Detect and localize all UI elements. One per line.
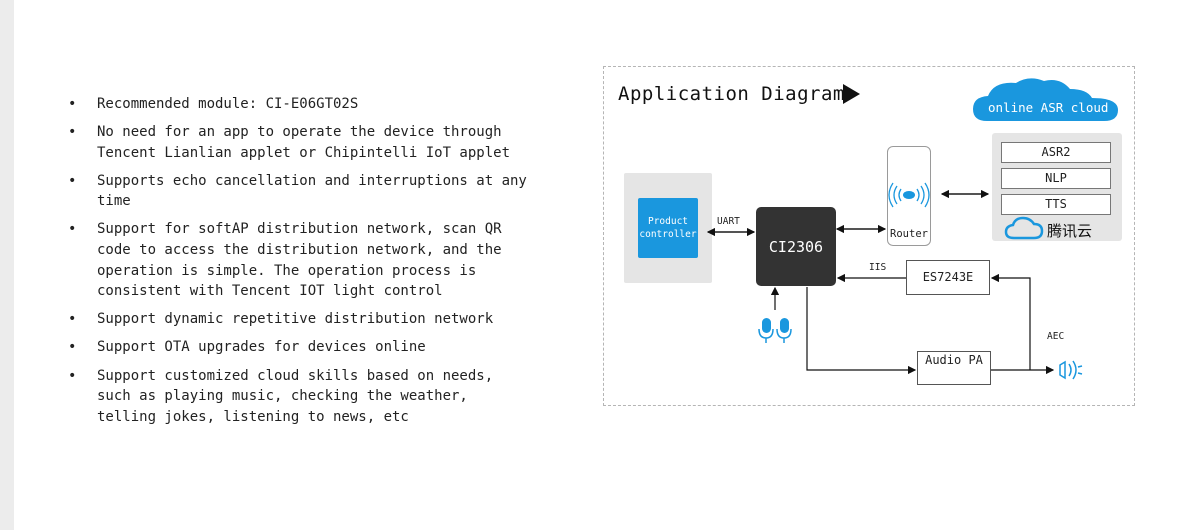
iis-label: IIS [869,262,887,273]
feature-item: • Recommended module: CI-E06GT02S [68,94,528,115]
bullet: • [68,221,77,238]
play-arrow-icon [843,84,860,104]
feature-text: Recommended module: CI-E06GT02S [97,96,359,112]
feature-list: • Recommended module: CI-E06GT02S • No nee… [68,94,528,435]
feature-item: • Supports echo cancellation and interrup… [68,171,528,212]
feature-text: Support OTA upgrades for devices online [97,339,426,356]
service-tts: TTS [1001,194,1111,215]
bullet: • [68,172,77,189]
left-edge-strip [0,0,14,530]
diagram-connectors [706,189,1055,375]
microphone-icon [758,318,792,343]
feature-item: • No need for an app to operate the devic… [68,122,528,163]
feature-text: No need for an app to operate the device… [97,124,511,161]
feature-item: • Support OTA upgrades for devices online [68,337,528,358]
es7243e-box: ES7243E [906,260,990,295]
tencent-cloud-label: 腾讯云 [1047,222,1093,240]
cloud-label: online ASR cloud [988,100,1109,115]
bullet: • [68,311,77,328]
feature-text: Supports echo cancellation and interrupt… [97,172,527,210]
service-nlp: NLP [1001,168,1111,189]
feature-item: • Support dynamic repetitive distribution… [68,309,528,330]
speaker-icon [1059,360,1083,380]
bullet: • [68,367,77,384]
bullet: • [68,96,77,112]
bullet: • [68,124,77,141]
feature-text: Support for softAP distribution network,… [97,221,502,300]
bullet: • [68,339,77,356]
uart-label: UART [717,216,740,227]
diagram-title: Application Diagram [618,83,845,105]
audio-pa-box: Audio PA [917,351,991,385]
tencent-cloud-logo-icon [1004,216,1044,240]
service-asr2: ASR2 [1001,142,1111,163]
application-diagram: Application Diagram online ASR cloud Pro… [603,66,1135,406]
wifi-signal-icon [888,182,930,208]
chip-ci2306: CI2306 [756,207,836,286]
router-label: Router [890,228,928,240]
feature-text: Support customized cloud skills based on… [97,367,494,425]
product-controller: Product controller [638,198,698,258]
cloud-icon [973,78,1118,121]
feature-item: • Support customized cloud skills based o… [68,366,528,428]
aec-label: AEC [1047,331,1065,342]
feature-item: • Support for softAP distribution network… [68,219,528,301]
feature-text: Support dynamic repetitive distribution … [97,311,494,328]
